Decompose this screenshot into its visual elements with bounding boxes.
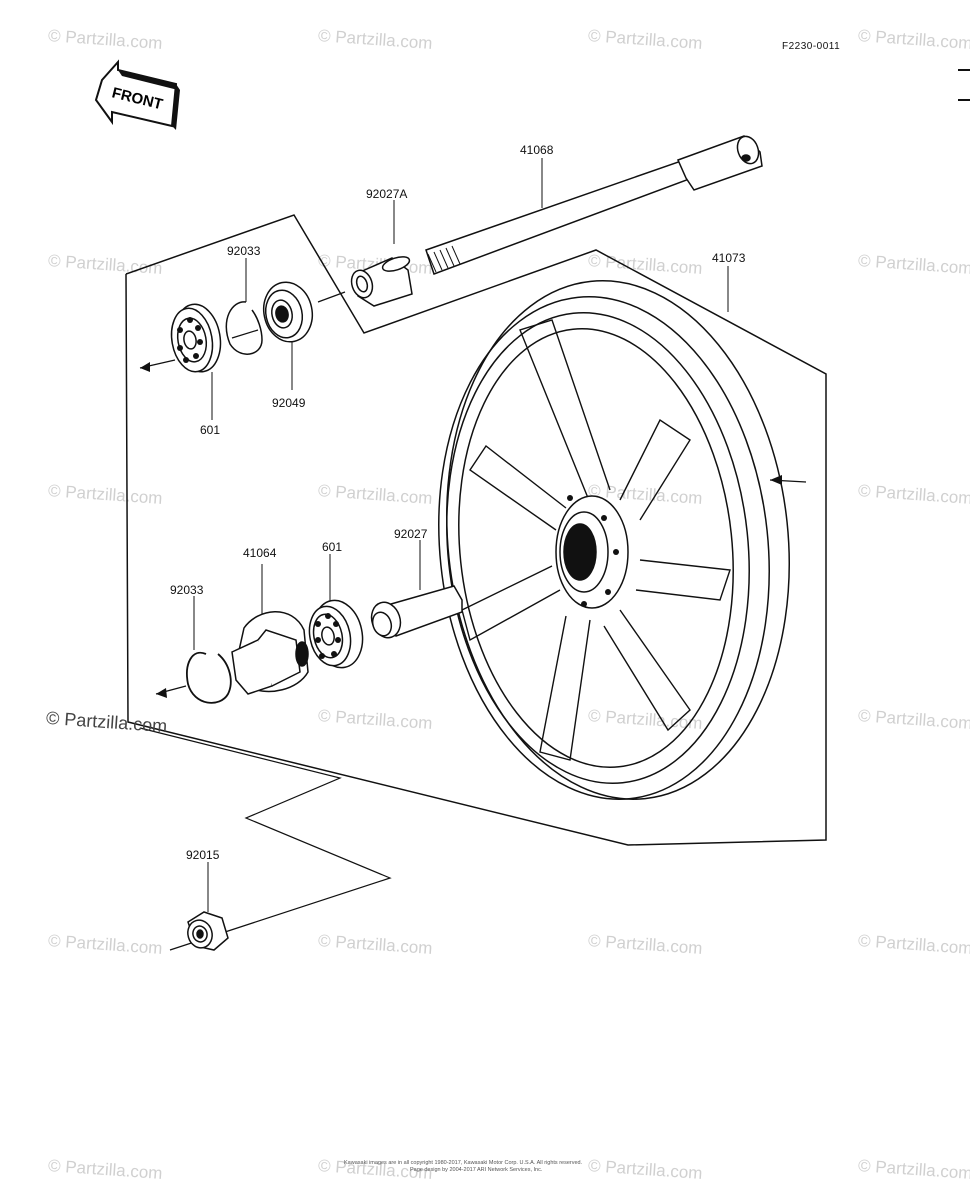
part-callout[interactable]: 92015 [186, 848, 220, 862]
part-callout[interactable]: 41068 [520, 143, 554, 157]
front-arrow-icon [94, 59, 180, 130]
page-design-line: Page design by 2004-2017 ARI Network Ser… [410, 1167, 543, 1173]
circlip-icon [186, 651, 232, 704]
axle-icon [425, 135, 763, 275]
axis-lines [139, 291, 807, 951]
arrow-icon [770, 475, 782, 485]
axle-nut-icon [187, 911, 229, 951]
copyright-line: Kawasaki images are in all copyright 198… [344, 1160, 583, 1166]
bearing-icon [308, 599, 364, 669]
collar-icon [350, 256, 413, 307]
oil-seal-icon [262, 281, 314, 343]
leader-lines [193, 158, 729, 912]
gear-housing-icon [231, 611, 309, 695]
part-callout[interactable]: 92033 [170, 583, 204, 597]
spacer-icon [370, 585, 463, 639]
part-callout[interactable]: 92033 [227, 244, 261, 258]
part-callout[interactable]: 41064 [243, 546, 277, 560]
wheel-icon [438, 280, 790, 800]
part-callout[interactable]: 601 [200, 423, 221, 437]
assembly-outline [125, 214, 827, 846]
part-callout[interactable]: 41073 [712, 251, 746, 265]
circlip-icon [225, 301, 263, 355]
diagram-code: F2230-0011 [782, 41, 841, 52]
part-callout[interactable]: 92027A [366, 187, 408, 201]
bearing-icon [170, 303, 222, 373]
arrow-icon [156, 688, 167, 698]
part-callout[interactable]: 92049 [272, 396, 306, 410]
part-callout[interactable]: 601 [322, 540, 343, 554]
arrow-icon [140, 362, 150, 372]
part-callout[interactable]: 92027 [394, 527, 428, 541]
